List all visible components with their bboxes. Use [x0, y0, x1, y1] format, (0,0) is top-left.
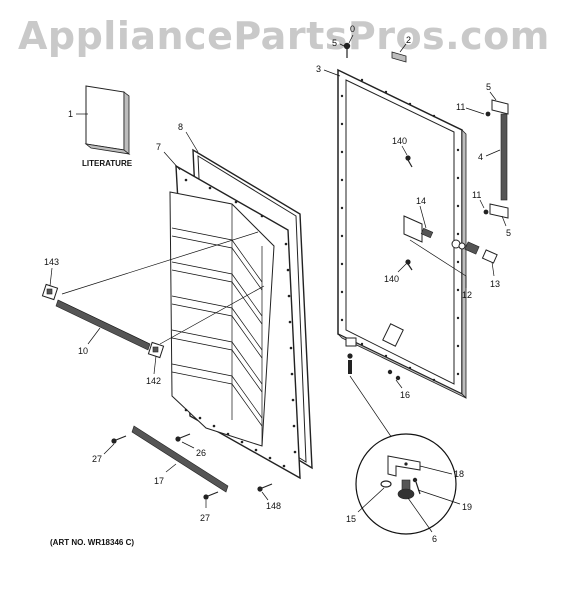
screw-140-upper[interactable] — [405, 155, 413, 168]
leader-12-guide — [409, 239, 467, 277]
leader-10 — [87, 327, 101, 345]
callout-15: 15 — [346, 514, 356, 524]
leader-5-handle-bottom — [501, 215, 507, 227]
leader-19 — [417, 489, 461, 505]
leader-4 — [485, 149, 501, 157]
handle-end-cap-top[interactable] — [491, 99, 509, 115]
leader-2 — [399, 43, 407, 53]
bottom-trim-strip[interactable] — [131, 425, 229, 493]
latch-bracket[interactable] — [403, 215, 434, 243]
callout-5-top: 5 — [332, 38, 337, 48]
literature-caption: LITERATURE — [82, 159, 133, 168]
projection-line-b — [159, 285, 265, 345]
leader-0 — [348, 34, 354, 44]
leader-140-lower — [397, 263, 407, 273]
callout-140-lower: 140 — [384, 274, 399, 284]
leader-142 — [153, 355, 157, 375]
handle-screw-bottom[interactable] — [483, 209, 489, 215]
lock-cylinder[interactable] — [451, 239, 480, 255]
callout-10: 10 — [78, 346, 88, 356]
callout-19: 19 — [462, 502, 472, 512]
leader-5-handle-top — [489, 91, 497, 101]
leader-27-upper — [103, 443, 115, 455]
callout-17: 17 — [154, 476, 164, 486]
callout-5-handle-bottom: 5 — [506, 228, 511, 238]
literature-booklet[interactable] — [84, 85, 131, 155]
leader-148 — [261, 491, 269, 501]
cover-plate[interactable] — [391, 51, 407, 63]
leader-13 — [491, 261, 495, 277]
callout-2: 2 — [406, 35, 411, 45]
outer-door-panel[interactable] — [337, 68, 467, 399]
leader-3 — [323, 69, 341, 77]
callout-6: 6 — [432, 534, 437, 544]
callout-11-bottom: 11 — [472, 190, 481, 200]
leader-7 — [163, 151, 181, 171]
handle-end-cap-bottom[interactable] — [489, 203, 509, 219]
hinge-bracket[interactable] — [387, 455, 421, 477]
leader-26 — [181, 441, 195, 449]
callout-27-lower: 27 — [200, 513, 210, 523]
screw-148[interactable] — [257, 483, 273, 492]
handle-screw-top[interactable] — [485, 111, 491, 117]
leader-15 — [357, 487, 385, 513]
watermark-logo: AppliancePartsPros.com — [18, 14, 550, 58]
screw-140-lower[interactable] — [405, 259, 413, 271]
hinge-pin[interactable] — [397, 479, 415, 500]
detail-pointer — [349, 375, 393, 439]
callout-3: 3 — [316, 64, 321, 74]
leader-18 — [419, 465, 453, 475]
callout-5-handle-top: 5 — [486, 82, 491, 92]
callout-8: 8 — [178, 122, 183, 132]
callout-7: 7 — [156, 142, 161, 152]
screw-26[interactable] — [175, 433, 191, 442]
callout-140-upper: 140 — [392, 136, 407, 146]
callout-4: 4 — [478, 152, 483, 162]
callout-148: 148 — [266, 501, 281, 511]
hinge-screw-19[interactable] — [412, 477, 421, 495]
callout-14: 14 — [416, 196, 426, 206]
callout-27-upper: 27 — [92, 454, 102, 464]
callout-0: 0 — [350, 24, 355, 34]
hinge-pin-parts[interactable] — [345, 337, 357, 374]
rail-end-cap-left[interactable] — [41, 283, 59, 301]
door-liner[interactable] — [169, 164, 301, 480]
leader-8 — [185, 131, 199, 153]
hinge-washer[interactable] — [380, 480, 392, 488]
projection-line-a — [61, 231, 259, 295]
lock-key[interactable] — [481, 249, 498, 264]
screws-16[interactable] — [387, 369, 401, 381]
callout-16: 16 — [400, 390, 410, 400]
screw-27-lower[interactable] — [203, 491, 219, 500]
callout-18: 18 — [454, 469, 464, 479]
screw-5-top[interactable] — [343, 42, 351, 58]
leader-6 — [407, 497, 433, 533]
leader-16 — [395, 379, 403, 389]
door-handle[interactable] — [500, 113, 508, 201]
callout-12: 12 — [462, 290, 472, 300]
art-number-caption: (ART NO. WR18346 C) — [50, 538, 134, 547]
callout-143: 143 — [44, 257, 59, 267]
rail-end-cap-right[interactable] — [147, 341, 165, 359]
leader-5-top — [339, 43, 345, 47]
callout-26: 26 — [196, 448, 206, 458]
shelf-rail[interactable] — [55, 299, 151, 351]
leader-17 — [165, 463, 177, 473]
leader-14 — [419, 205, 427, 229]
callout-142: 142 — [146, 376, 161, 386]
leader-11-top — [465, 107, 485, 115]
screw-27-upper[interactable] — [111, 435, 127, 444]
leader-140-upper — [401, 145, 408, 156]
callout-1: 1 — [68, 109, 73, 119]
callout-11-top: 11 — [456, 102, 465, 112]
callout-13: 13 — [490, 279, 500, 289]
leader-11-bottom — [479, 199, 485, 209]
leader-143 — [49, 267, 53, 287]
